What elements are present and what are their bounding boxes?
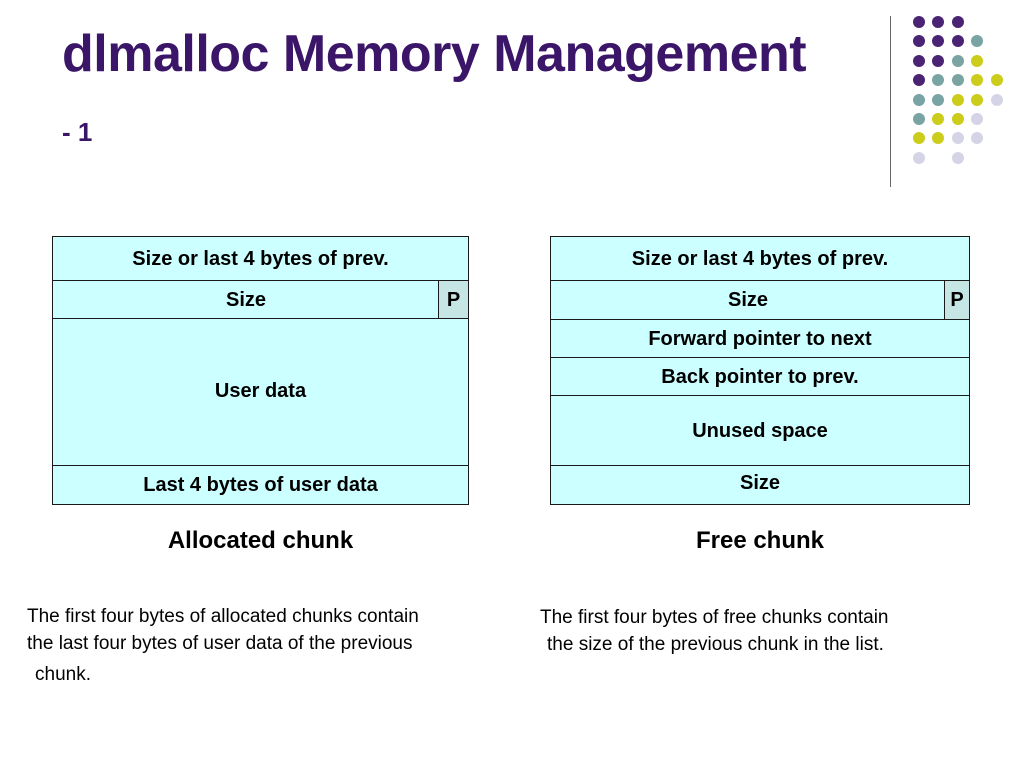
- free-size-footer-field: Size: [550, 465, 970, 505]
- decorative-dot: [913, 132, 925, 145]
- allocated-size-field: Size: [52, 280, 440, 320]
- decorative-dot: [913, 35, 925, 48]
- decorative-dot: [951, 54, 964, 67]
- free-p-flag: P: [944, 280, 970, 321]
- free-size-field: Size: [550, 280, 946, 321]
- decorative-dot: [913, 16, 925, 28]
- decorative-dot: [932, 93, 945, 106]
- decorative-dot: [913, 113, 925, 125]
- free-chunk-caption: Free chunk: [695, 527, 825, 554]
- decorative-dot: [932, 132, 945, 145]
- free-back-pointer-field: Back pointer to prev.: [550, 357, 970, 397]
- free-forward-pointer-field: Forward pointer to next: [550, 319, 970, 359]
- free-prev-size-field: Size or last 4 bytes of prev.: [550, 236, 970, 282]
- decorative-dot: [913, 93, 925, 106]
- decorative-dot: [971, 35, 984, 48]
- decorative-dot: [951, 74, 964, 87]
- decorative-dot: [971, 74, 984, 87]
- decorative-dot: [990, 74, 1003, 87]
- decorative-dot: [971, 132, 984, 145]
- decorative-dot: [951, 132, 964, 145]
- decorative-dot: [971, 54, 984, 67]
- decorative-dot: [971, 93, 984, 106]
- allocated-prev-size-field: Size or last 4 bytes of prev.: [52, 236, 469, 282]
- allocated-user-data-field: User data: [52, 318, 469, 467]
- allocated-note: The first four bytes of allocated chunks…: [27, 603, 507, 688]
- free-note: The first four bytes of free chunks cont…: [540, 604, 980, 658]
- decorative-dot: [913, 74, 925, 87]
- free-note-line: The first four bytes of free chunks cont…: [540, 607, 889, 628]
- allocated-p-flag: P: [438, 280, 469, 320]
- decorative-dot: [990, 93, 1003, 106]
- slide-subtitle: - 1: [62, 117, 93, 147]
- allocated-note-line: the last four bytes of user data of the …: [27, 633, 413, 654]
- decorative-dot: [951, 35, 964, 48]
- decorative-dot: [932, 113, 945, 125]
- free-note-line: the size of the previous chunk in the li…: [547, 634, 884, 655]
- slide-title: dlmalloc Memory Management: [62, 25, 807, 83]
- decorative-dot: [951, 113, 964, 125]
- allocated-chunk-caption: Allocated chunk: [167, 527, 354, 554]
- free-unused-space-field: Unused space: [550, 395, 970, 467]
- decorative-dot: [951, 16, 964, 28]
- decorative-dot: [913, 54, 925, 67]
- decorative-dot: [951, 151, 964, 164]
- decorative-dot: [913, 151, 925, 164]
- allocated-note-line: The first four bytes of allocated chunks…: [27, 606, 419, 627]
- decorative-dot: [951, 93, 964, 106]
- allocated-note-line: chunk.: [35, 664, 91, 685]
- decorative-dot: [932, 35, 945, 48]
- decorative-dot: [932, 16, 945, 28]
- decorative-dot: [932, 74, 945, 87]
- decorative-dot: [971, 113, 984, 125]
- decorative-dot: [932, 54, 945, 67]
- allocated-last-bytes-field: Last 4 bytes of user data: [52, 465, 469, 505]
- divider-line: [890, 16, 891, 187]
